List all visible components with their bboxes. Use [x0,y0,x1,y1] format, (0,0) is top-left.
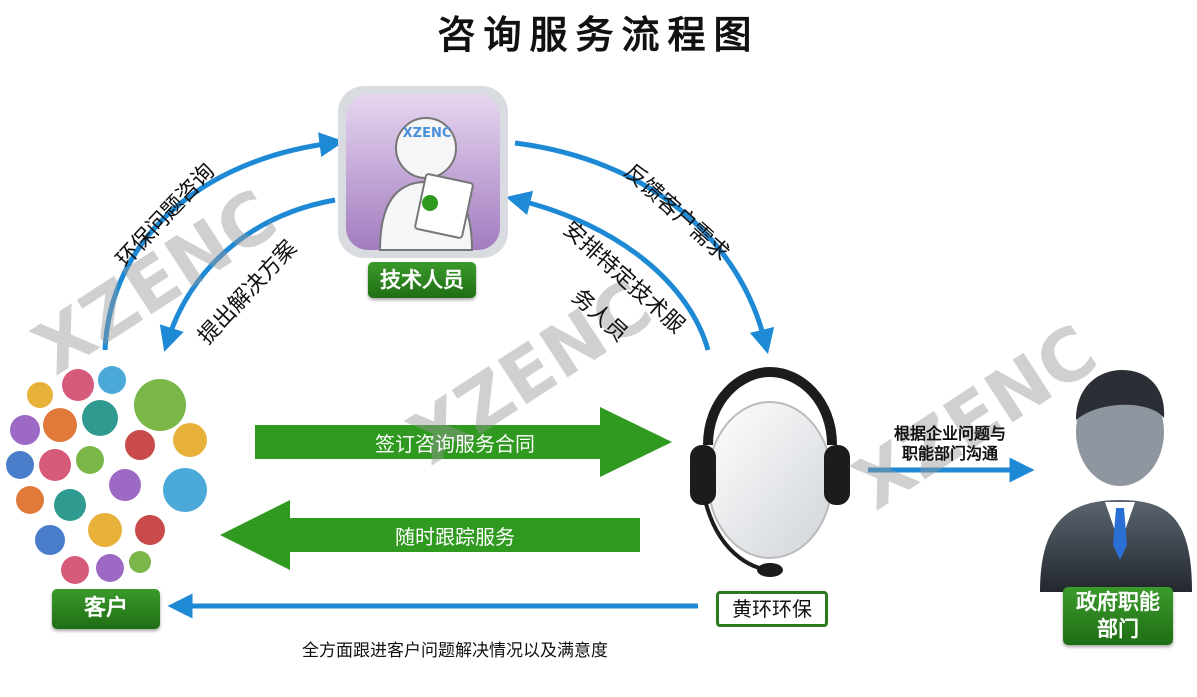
tech-staff-label: 技术人员 [368,262,476,298]
sign-contract-label: 签订咨询服务合同 [375,432,535,456]
gov-dept-label-line1: 政府职能 [1076,590,1160,614]
tech-staff-icon [338,86,508,258]
company-label: 黄环环保 [716,591,828,627]
consult-arrow [102,132,345,351]
gov-comm-label-line2: 职能部门沟通 [901,444,998,463]
consultant-headset-icon [690,366,850,577]
track-service-label: 随时跟踪服务 [395,525,515,549]
customer-label: 客户 [52,589,160,629]
gov-dept-label-line2: 部门 [1097,617,1139,641]
gov-comm-label: 根据企业问题与 职能部门沟通 [870,424,1030,464]
diagram-title: 咨询服务流程图 [437,12,760,57]
gov-official-icon [1040,370,1192,592]
solution-arrow [159,197,336,352]
sign-contract-arrow [255,407,672,477]
follow-up-label: 全方面跟进客户问题解决情况以及满意度 [302,641,608,661]
assign-arrow [505,190,711,351]
gov-comm-label-line1: 根据企业问题与 [893,424,1006,443]
tech-logo-text: XZENC [402,126,452,141]
customer-crowd-icon [6,366,207,584]
track-service-arrow [220,500,640,570]
gov-dept-label: 政府职能 部门 [1063,587,1173,645]
feedback-arrow [514,140,775,355]
